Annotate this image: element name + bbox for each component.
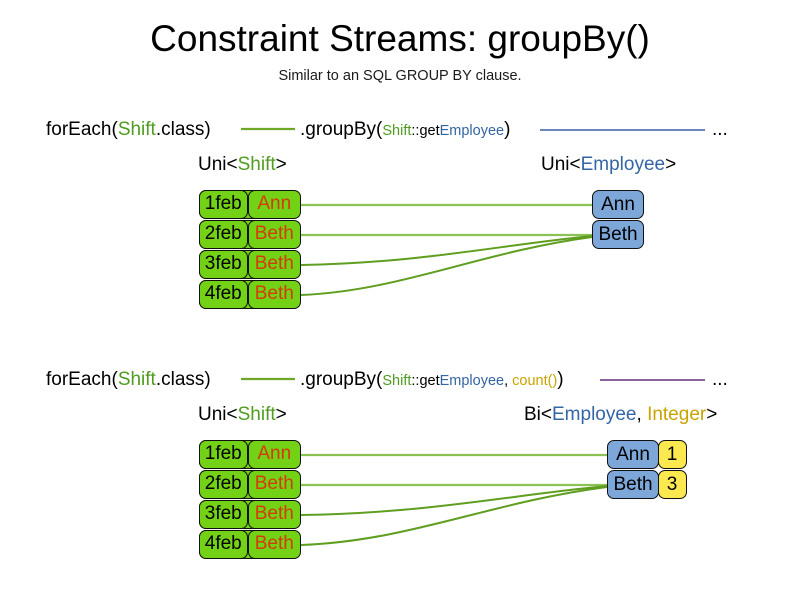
code-mapper-prop: Employee [439, 373, 505, 389]
shift-employee: Beth [248, 219, 301, 249]
group-row[interactable]: Ann [592, 190, 644, 219]
type-generic-2: Integer [647, 404, 707, 425]
shift-row[interactable]: 2feb Beth [198, 469, 301, 499]
type-generic: Shift [237, 154, 276, 175]
code-collector: count() [512, 373, 558, 389]
shift-employee: Beth [248, 279, 301, 309]
type-label-right-1: Uni<Employee> [541, 155, 676, 174]
type-suffix: > [275, 154, 287, 175]
shift-date: 4feb [198, 529, 249, 559]
shift-row[interactable]: 2feb Beth [198, 219, 301, 249]
shift-row[interactable]: 4feb Beth [198, 279, 301, 309]
shift-row[interactable]: 1feb Ann [198, 189, 301, 219]
link-4feb-beth [300, 236, 593, 296]
type-generic: Employee [552, 404, 637, 425]
code-for-each-type: Shift [117, 119, 156, 140]
shift-date: 2feb [198, 469, 249, 499]
code-for-each-suffix: .class) [155, 369, 211, 390]
shift-date: 3feb [198, 249, 249, 279]
code-group-by-close: ) [557, 369, 564, 390]
code-for-each: forEach( [46, 369, 118, 390]
code-mapper-sep: ::get [411, 123, 440, 139]
group-employee: Beth [607, 470, 659, 499]
code-for-each: forEach( [46, 119, 118, 140]
code-ellipsis-2: ... [712, 369, 728, 390]
group-employee: Beth [592, 220, 644, 249]
shift-employee: Beth [248, 249, 301, 279]
code-line-2: forEach(Shift.class) [46, 370, 211, 389]
type-label-left-2: Uni<Shift> [198, 405, 287, 424]
shift-employee: Beth [248, 469, 301, 499]
shift-date: 1feb [198, 189, 249, 219]
code-collector-sep: , [504, 373, 513, 389]
group-employee: Ann [607, 440, 659, 469]
type-prefix: Uni< [198, 404, 238, 425]
group-count: 1 [657, 440, 687, 469]
shift-employee: Beth [248, 529, 301, 559]
shift-row[interactable]: 3feb Beth [198, 499, 301, 529]
type-prefix: Uni< [198, 154, 238, 175]
shift-employee: Ann [248, 439, 301, 469]
group-count: 3 [657, 470, 687, 499]
code-mapper-prop: Employee [439, 123, 505, 139]
code-group-by-call: .groupBy( [300, 119, 383, 140]
code-for-each-type: Shift [117, 369, 156, 390]
group-row[interactable]: Ann 1 [607, 440, 687, 469]
type-prefix: Uni< [541, 154, 581, 175]
link-3feb-beth-2 [300, 485, 608, 516]
shift-date: 1feb [198, 439, 249, 469]
group-row[interactable]: Beth 3 [607, 470, 687, 499]
shift-date: 2feb [198, 219, 249, 249]
code-group-by-call: .groupBy( [300, 369, 383, 390]
type-label-left-1: Uni<Shift> [198, 155, 287, 174]
shift-row[interactable]: 1feb Ann [198, 439, 301, 469]
shift-employee: Beth [248, 499, 301, 529]
code-group-by-close: ) [504, 119, 511, 140]
type-generic: Shift [237, 404, 276, 425]
code-mapper-sep: ::get [411, 373, 440, 389]
code-line-1: forEach(Shift.class) [46, 120, 211, 139]
page-subtitle: Similar to an SQL GROUP BY clause. [278, 68, 522, 84]
code-for-each-suffix: .class) [155, 119, 211, 140]
shift-date: 3feb [198, 499, 249, 529]
link-3feb-beth [300, 235, 593, 266]
type-generic: Employee [580, 154, 666, 175]
page-title: Constraint Streams: groupBy() [150, 18, 650, 59]
type-prefix: Bi< [524, 404, 552, 425]
type-sep: , [636, 404, 648, 425]
shift-row[interactable]: 4feb Beth [198, 529, 301, 559]
code-mapper-owner: Shift [382, 123, 412, 139]
type-suffix: > [275, 404, 287, 425]
code-group-by-1: .groupBy(Shift::getEmployee) [300, 120, 510, 139]
code-mapper-owner: Shift [382, 373, 412, 389]
type-suffix: > [665, 154, 677, 175]
link-4feb-beth-2 [300, 486, 608, 546]
group-employee: Ann [592, 190, 644, 219]
shift-row[interactable]: 3feb Beth [198, 249, 301, 279]
shift-employee: Ann [248, 189, 301, 219]
code-ellipsis-1: ... [712, 119, 728, 140]
type-suffix: > [706, 404, 718, 425]
code-group-by-2: .groupBy(Shift::getEmployee, count()) [300, 370, 564, 389]
group-row[interactable]: Beth [592, 220, 644, 249]
type-label-right-2: Bi<Employee, Integer> [524, 405, 717, 424]
shift-date: 4feb [198, 279, 249, 309]
